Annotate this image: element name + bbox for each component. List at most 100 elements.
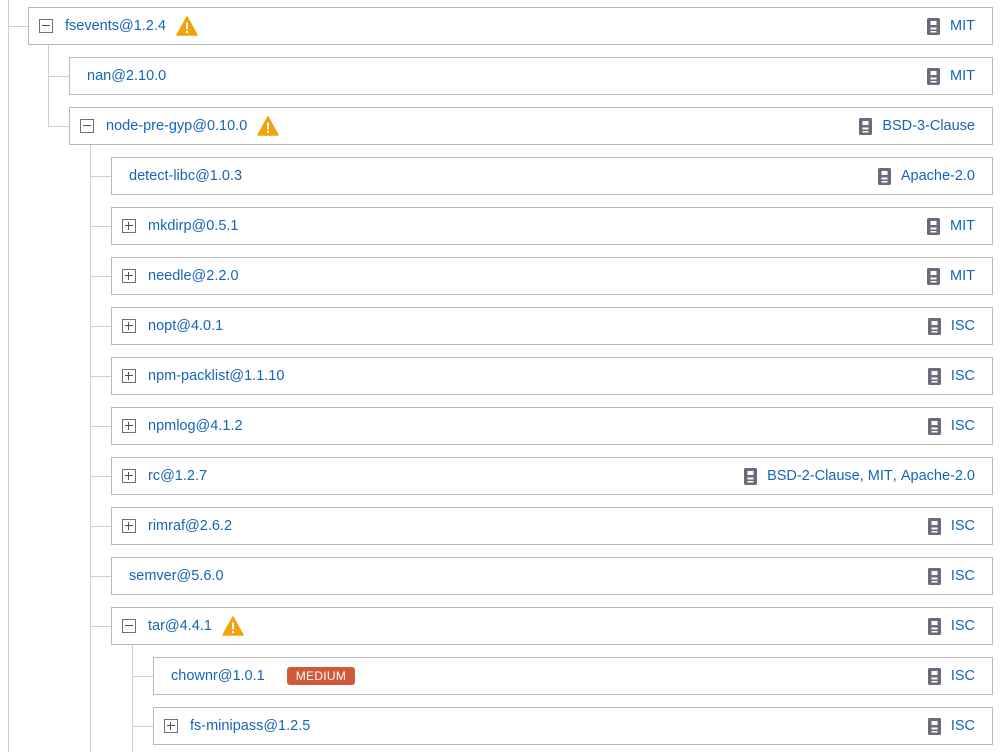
license-link[interactable]: Apache-2.0 xyxy=(900,468,975,484)
license-list: MIT xyxy=(927,67,975,85)
license-link[interactable]: Apache-2.0 xyxy=(900,168,975,184)
dependency-row: semver@5.6.0 ISC xyxy=(111,557,993,595)
license-link[interactable]: ISC xyxy=(950,618,975,634)
tree-line xyxy=(90,145,91,752)
tree-line xyxy=(8,26,28,27)
expand-plus-icon[interactable] xyxy=(164,719,178,733)
license-icon xyxy=(927,67,941,85)
license-list: Apache-2.0 xyxy=(877,167,975,185)
license-list: ISC xyxy=(927,367,975,385)
dependency-row: chownr@1.0.1 MEDIUM ISC xyxy=(153,657,993,695)
tree-line xyxy=(48,45,49,127)
license-link[interactable]: ISC xyxy=(950,318,975,334)
license-list: MIT xyxy=(927,17,975,35)
license-link[interactable]: ISC xyxy=(950,718,975,734)
license-link[interactable]: BSD-3-Clause xyxy=(882,118,975,134)
expand-plus-icon[interactable] xyxy=(122,319,136,333)
collapse-minus-icon[interactable] xyxy=(80,119,94,133)
license-icon xyxy=(744,467,758,485)
expand-plus-icon[interactable] xyxy=(122,519,136,533)
package-name-link[interactable]: fs-minipass@1.2.5 xyxy=(190,718,311,734)
package-name-link[interactable]: node-pre-gyp@0.10.0 xyxy=(106,118,248,134)
dependency-row: tar@4.4.1 ISC xyxy=(111,607,993,645)
dependency-row: fsevents@1.2.4 MIT xyxy=(28,7,993,45)
dependency-row: mkdirp@0.5.1 MIT xyxy=(111,207,993,245)
expand-plus-icon[interactable] xyxy=(122,269,136,283)
license-list: BSD-2-Clause, MIT, Apache-2.0 xyxy=(744,467,975,485)
license-list: ISC xyxy=(927,717,975,735)
license-icon xyxy=(927,217,941,235)
warning-icon xyxy=(222,616,244,636)
license-link[interactable]: MIT xyxy=(867,468,893,484)
tree-line xyxy=(90,326,111,327)
license-list: MIT xyxy=(927,267,975,285)
tree-line xyxy=(90,176,111,177)
dependency-row: nan@2.10.0 MIT xyxy=(69,57,993,95)
license-link[interactable]: ISC xyxy=(950,668,975,684)
tree-line xyxy=(132,645,133,752)
package-name-link[interactable]: detect-libc@1.0.3 xyxy=(129,168,243,184)
dependency-row: node-pre-gyp@0.10.0 BSD-3-Clause xyxy=(69,107,993,145)
collapse-minus-icon[interactable] xyxy=(39,19,53,33)
tree-line xyxy=(90,226,111,227)
package-name-link[interactable]: chownr@1.0.1 xyxy=(171,668,265,684)
tree-line xyxy=(90,626,111,627)
license-list: BSD-3-Clause xyxy=(859,117,975,135)
license-icon xyxy=(927,367,941,385)
expand-plus-icon[interactable] xyxy=(122,469,136,483)
dependency-row: rimraf@2.6.2 ISC xyxy=(111,507,993,545)
license-list: ISC xyxy=(927,617,975,635)
expand-plus-icon[interactable] xyxy=(122,369,136,383)
license-link[interactable]: ISC xyxy=(950,418,975,434)
package-name-link[interactable]: needle@2.2.0 xyxy=(148,268,239,284)
license-link[interactable]: ISC xyxy=(950,518,975,534)
license-link[interactable]: MIT xyxy=(950,218,975,234)
package-name-link[interactable]: tar@4.4.1 xyxy=(148,618,212,634)
license-icon xyxy=(927,17,941,35)
license-link[interactable]: MIT xyxy=(950,268,975,284)
license-list: ISC xyxy=(927,567,975,585)
license-link[interactable]: MIT xyxy=(950,68,975,84)
license-icon xyxy=(927,317,941,335)
package-name-link[interactable]: semver@5.6.0 xyxy=(129,568,224,584)
package-name-link[interactable]: npm-packlist@1.1.10 xyxy=(148,368,285,384)
license-link[interactable]: MIT xyxy=(950,18,975,34)
license-icon xyxy=(927,567,941,585)
license-list: ISC xyxy=(927,317,975,335)
tree-line xyxy=(48,76,69,77)
tree-line xyxy=(8,0,9,752)
tree-line xyxy=(90,476,111,477)
tree-line xyxy=(90,376,111,377)
package-name-link[interactable]: npmlog@4.1.2 xyxy=(148,418,243,434)
package-name-link[interactable]: nopt@4.0.1 xyxy=(148,318,224,334)
license-list: ISC xyxy=(927,417,975,435)
license-link[interactable]: BSD-2-Clause xyxy=(767,468,860,484)
collapse-minus-icon[interactable] xyxy=(122,619,136,633)
license-separator: , xyxy=(859,468,868,484)
package-name-link[interactable]: fsevents@1.2.4 xyxy=(65,18,166,34)
package-name-link[interactable]: nan@2.10.0 xyxy=(87,68,167,84)
tree-line xyxy=(90,576,111,577)
dependency-row: rc@1.2.7 BSD-2-Clause, MIT, Apache-2.0 xyxy=(111,457,993,495)
dependency-row: fs-minipass@1.2.5 ISC xyxy=(153,707,993,745)
license-list: ISC xyxy=(927,517,975,535)
tree-line xyxy=(90,276,111,277)
dependency-row: detect-libc@1.0.3 Apache-2.0 xyxy=(111,157,993,195)
tree-line xyxy=(48,126,69,127)
license-separator: , xyxy=(892,468,901,484)
license-icon xyxy=(877,167,891,185)
dependency-row: needle@2.2.0 MIT xyxy=(111,257,993,295)
severity-badge: MEDIUM xyxy=(286,667,356,685)
license-link[interactable]: ISC xyxy=(950,568,975,584)
tree-line xyxy=(132,726,153,727)
license-icon xyxy=(927,667,941,685)
package-name-link[interactable]: rc@1.2.7 xyxy=(148,468,208,484)
license-link[interactable]: ISC xyxy=(950,368,975,384)
package-name-link[interactable]: mkdirp@0.5.1 xyxy=(148,218,239,234)
package-name-link[interactable]: rimraf@2.6.2 xyxy=(148,518,233,534)
expand-plus-icon[interactable] xyxy=(122,419,136,433)
license-icon xyxy=(927,517,941,535)
expand-plus-icon[interactable] xyxy=(122,219,136,233)
tree-line xyxy=(132,676,153,677)
